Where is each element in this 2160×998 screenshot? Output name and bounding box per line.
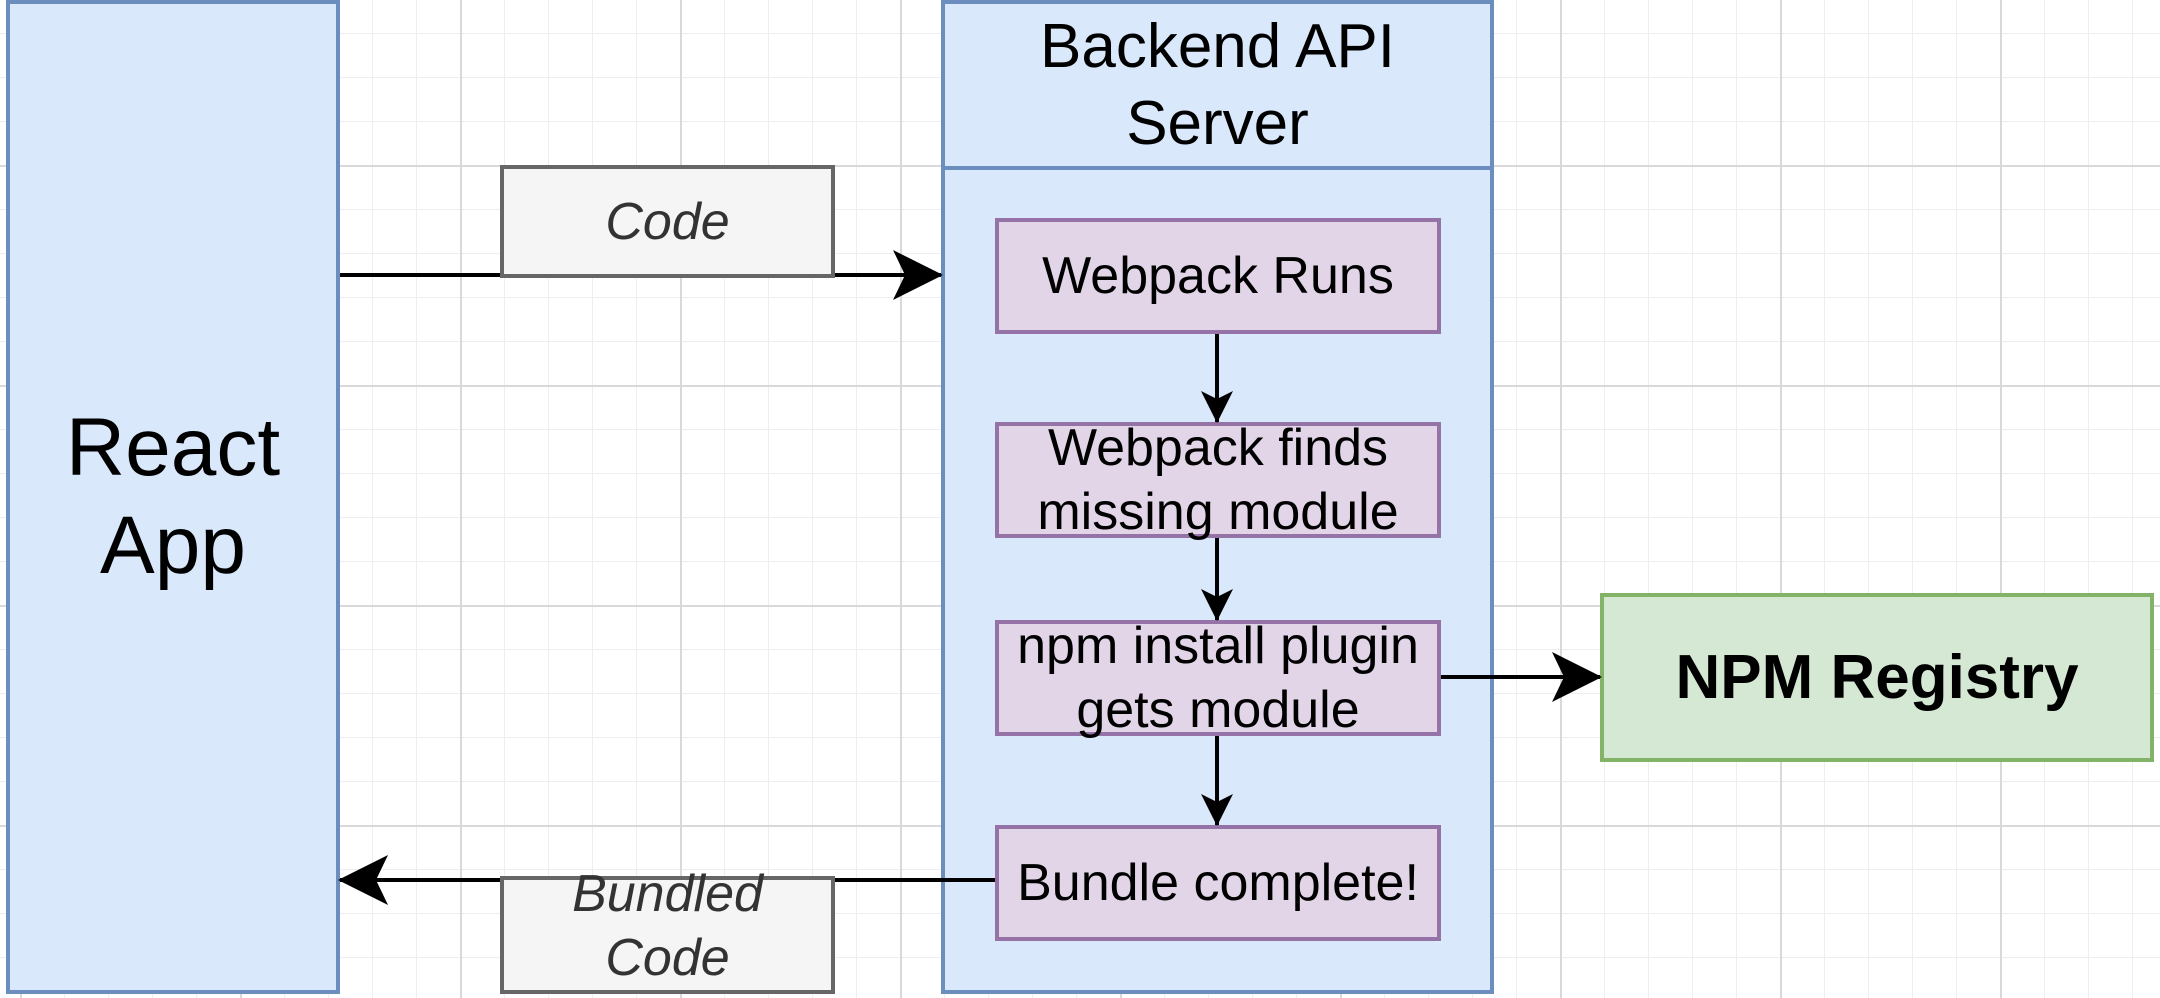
step-npm-install-plugin: npm install plugin gets module [995,617,1441,739]
react-app-label: React App [65,401,281,591]
step-webpack-runs: Webpack Runs [995,218,1441,334]
edge-label-bundled-code: Bundled Code [500,865,835,994]
backend-api-server-header: Backend API Server [945,4,1490,170]
step-npm-install-plugin-label: npm install plugin gets module [1017,616,1419,739]
npm-registry-node: NPM Registry [1600,593,2154,762]
npm-registry-label: NPM Registry [1675,643,2079,712]
step-bundle-complete: Bundle complete! [995,825,1441,941]
backend-api-server-label: Backend API Server [1039,11,1396,159]
step-webpack-runs-label: Webpack Runs [1042,246,1394,305]
edge-label-code-text: Code [605,192,730,251]
react-app-node: React App [6,0,340,994]
edge-label-bundled-code-text: Bundled Code [572,865,763,987]
step-webpack-finds-missing-module: Webpack finds missing module [995,419,1441,541]
step-bundle-complete-label: Bundle complete! [1017,853,1419,912]
edge-label-code: Code [500,165,835,278]
step-webpack-finds-missing-module-label: Webpack finds missing module [1037,418,1399,541]
